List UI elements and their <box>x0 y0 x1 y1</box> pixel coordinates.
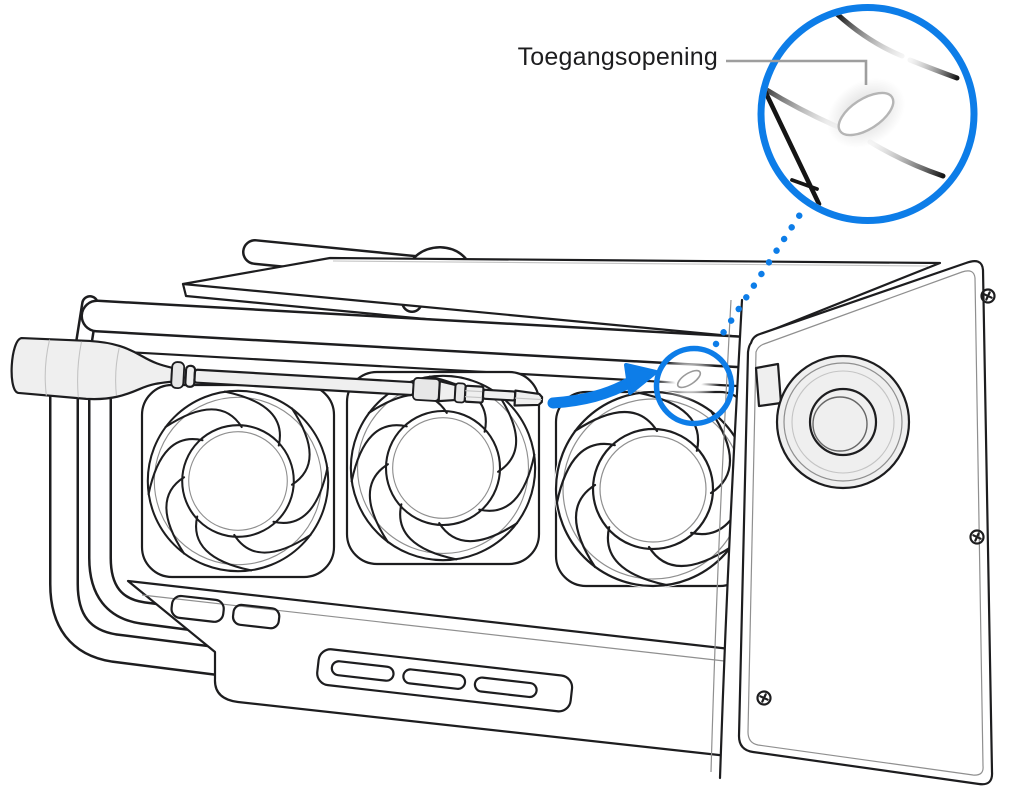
panel-tab <box>754 362 783 408</box>
pointer-arrow-shaft <box>547 375 638 409</box>
screwdriver-handle <box>10 336 174 401</box>
access-opening-spot <box>657 357 721 401</box>
magnifier-callout <box>726 4 978 224</box>
figure-label: Toegangsopening <box>517 43 718 71</box>
screwdriver-collar <box>170 361 186 390</box>
front-handle-tube <box>75 295 759 369</box>
fan-blade-line <box>867 139 946 179</box>
fan-blade-line <box>834 11 905 59</box>
magnifier-circle <box>757 4 978 224</box>
fan-blade-line <box>907 57 960 81</box>
base-stand <box>126 579 772 760</box>
screwdriver-bit-shaft <box>481 388 517 402</box>
left-frame-tubes <box>49 371 271 681</box>
fan-blade-line <box>790 178 819 191</box>
access-opening-magnified-oval <box>837 91 895 137</box>
screwdriver-hex-tip <box>513 389 544 407</box>
annotations <box>547 209 805 427</box>
side-panel <box>737 260 996 786</box>
panel-ring-port <box>775 354 911 490</box>
highlight-circle <box>653 345 735 427</box>
magnifier-contents <box>764 11 960 207</box>
mac-pro-device <box>49 239 996 786</box>
access-opening-oval <box>676 369 702 389</box>
dotted-leader <box>712 209 805 348</box>
screwdriver <box>10 336 544 407</box>
pointer-arrow-head <box>624 363 658 395</box>
callout-line <box>726 59 868 85</box>
